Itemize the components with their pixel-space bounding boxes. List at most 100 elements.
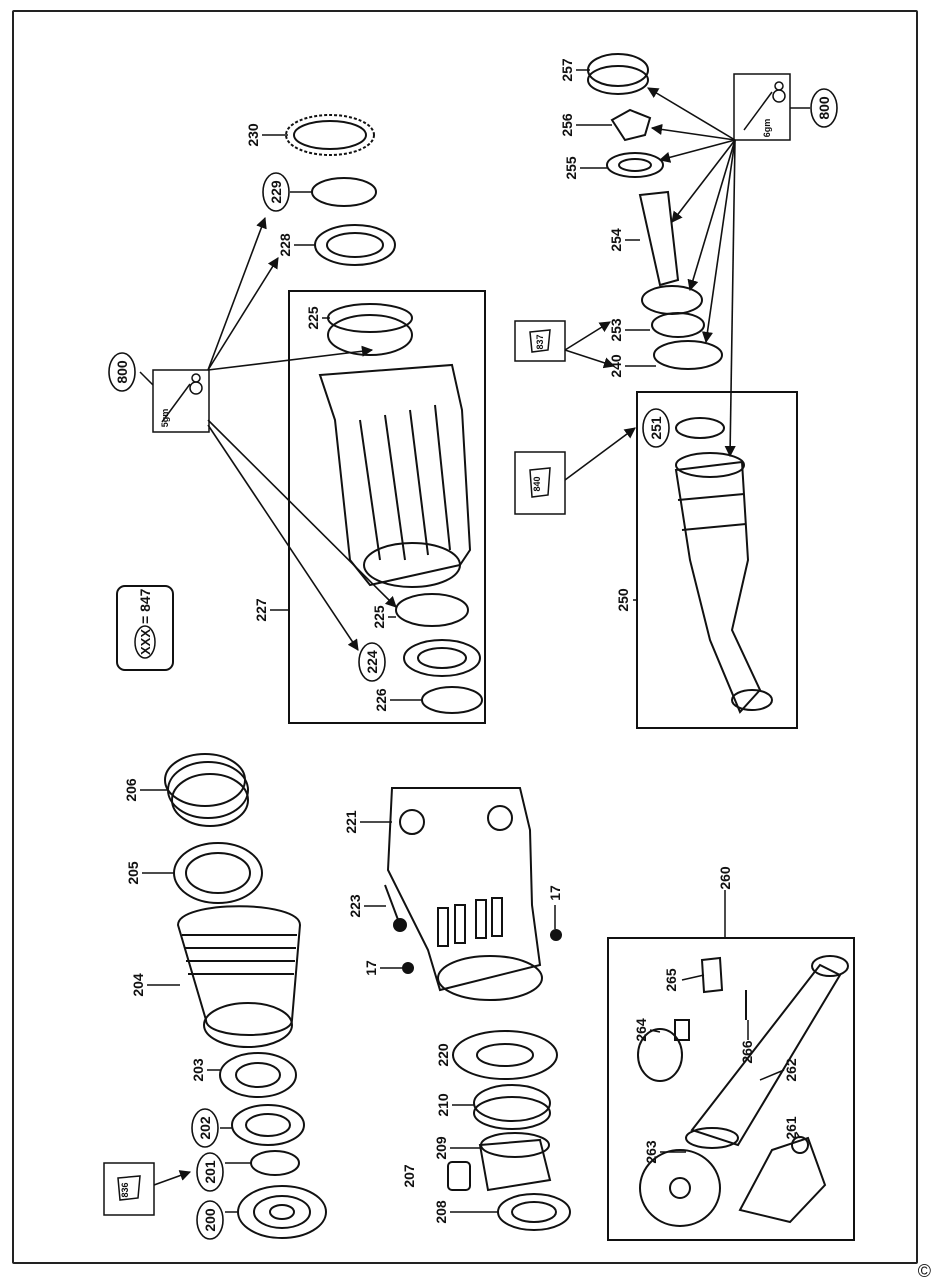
- label-262: 262: [783, 1058, 799, 1082]
- bearing-parts-top: [285, 114, 396, 266]
- label-6gm: 6gm: [762, 119, 772, 138]
- label-201: 201: [202, 1160, 218, 1184]
- part-203: [219, 1052, 297, 1098]
- label-255: 255: [563, 156, 579, 180]
- label-251-oval: 251: [642, 408, 670, 448]
- label-229: 229: [268, 180, 284, 204]
- legend-oval: [134, 625, 156, 659]
- part-255-washer: [606, 152, 664, 178]
- label-264: 264: [633, 1018, 649, 1042]
- kit-836-box: [103, 1162, 155, 1216]
- kit-837-box: [514, 320, 566, 362]
- legend-box: XXX = 847: [116, 585, 174, 671]
- part-207-key: [447, 1161, 471, 1191]
- label-256: 256: [559, 113, 575, 137]
- label-263: 263: [643, 1140, 659, 1164]
- part-208-ring: [497, 1193, 571, 1231]
- diagram-frame: [12, 10, 918, 1264]
- label-260: 260: [717, 866, 733, 890]
- part-256-spring: [610, 108, 652, 142]
- label-265: 265: [663, 968, 679, 992]
- label-200-oval: 200: [196, 1200, 224, 1240]
- label-251: 251: [648, 416, 664, 440]
- label-209: 209: [433, 1136, 449, 1160]
- part-260-handle-kit: [637, 955, 849, 1227]
- part-206-ring: [167, 761, 249, 819]
- part-261-clamp: [738, 1136, 827, 1224]
- label-800-left-oval: 800: [108, 352, 136, 392]
- label-800-right-oval: 800: [810, 88, 838, 128]
- label-240: 240: [608, 354, 624, 378]
- label-224: 224: [364, 650, 380, 674]
- label-836: 836: [120, 1182, 130, 1197]
- lower-stack-parts: [447, 1030, 571, 1231]
- part-225-top-ring: [327, 314, 413, 356]
- group-box-250: [636, 391, 798, 729]
- label-227: 227: [253, 598, 269, 622]
- part-204-sleeve: [176, 905, 302, 1036]
- part-227-cage: [318, 303, 483, 714]
- label-800-left: 800: [114, 360, 130, 384]
- label-225-bottom: 225: [371, 605, 387, 629]
- label-261: 261: [783, 1116, 799, 1140]
- part-224-bearing: [403, 639, 481, 677]
- legend-code: XXX: [138, 629, 153, 655]
- label-250: 250: [615, 588, 631, 612]
- label-202: 202: [197, 1116, 213, 1140]
- part-253: [641, 285, 703, 315]
- shaft-parts-upper: [587, 53, 723, 370]
- label-17-left: 17: [363, 960, 379, 976]
- label-224-oval: 224: [358, 642, 386, 682]
- part-221-housing: [386, 787, 543, 1001]
- part-226-circlip: [421, 686, 483, 714]
- label-225-top: 225: [305, 306, 321, 330]
- part-200: [237, 1185, 327, 1239]
- part-202-washer: [231, 1104, 305, 1146]
- part-251-ring: [675, 417, 725, 439]
- part-264-band: [637, 1028, 683, 1082]
- label-5gm: 5gm: [160, 409, 170, 428]
- part-263-gear: [639, 1149, 721, 1227]
- label-201-oval: 201: [196, 1152, 224, 1192]
- label-206: 206: [123, 778, 139, 802]
- label-257: 257: [559, 58, 575, 82]
- label-254: 254: [608, 228, 624, 252]
- label-837: 837: [535, 334, 545, 349]
- part-17-screw-right: [550, 929, 562, 941]
- label-230: 230: [245, 123, 261, 147]
- label-840: 840: [532, 476, 542, 491]
- label-202-oval: 202: [191, 1108, 219, 1148]
- part-262-handle: [690, 963, 842, 1147]
- part-209-clutch: [478, 1138, 552, 1192]
- legend-value: = 847: [137, 588, 153, 624]
- part-240-ring: [653, 340, 723, 370]
- arrows: [153, 87, 736, 1186]
- copyright-mark: ©: [917, 1261, 931, 1281]
- grease-5gm-box: [152, 369, 210, 433]
- gear-housing-parts: [164, 753, 327, 1239]
- label-266: 266: [739, 1040, 755, 1064]
- label-17-right: 17: [547, 885, 563, 901]
- label-253: 253: [608, 318, 624, 342]
- part-229-ring: [311, 177, 377, 207]
- group-box-227: [288, 290, 486, 724]
- part-220-disc: [452, 1030, 558, 1080]
- part-17-screw-left: [402, 962, 414, 974]
- group-box-260: [607, 937, 855, 1241]
- part-223-screw: [384, 884, 407, 932]
- label-223: 223: [347, 894, 363, 918]
- label-220: 220: [435, 1043, 451, 1067]
- kit-840-box: [514, 451, 566, 515]
- label-205: 205: [125, 861, 141, 885]
- part-254-pin: [638, 190, 680, 287]
- label-204: 204: [130, 973, 146, 997]
- part-201-ring: [250, 1150, 300, 1176]
- label-221: 221: [343, 810, 359, 834]
- leader-lines: [139, 69, 810, 1213]
- part-225-bottom-ring: [395, 593, 469, 627]
- label-208: 208: [433, 1200, 449, 1224]
- label-228: 228: [277, 233, 293, 257]
- label-800-right: 800: [816, 96, 832, 120]
- part-264-tab: [674, 1019, 690, 1041]
